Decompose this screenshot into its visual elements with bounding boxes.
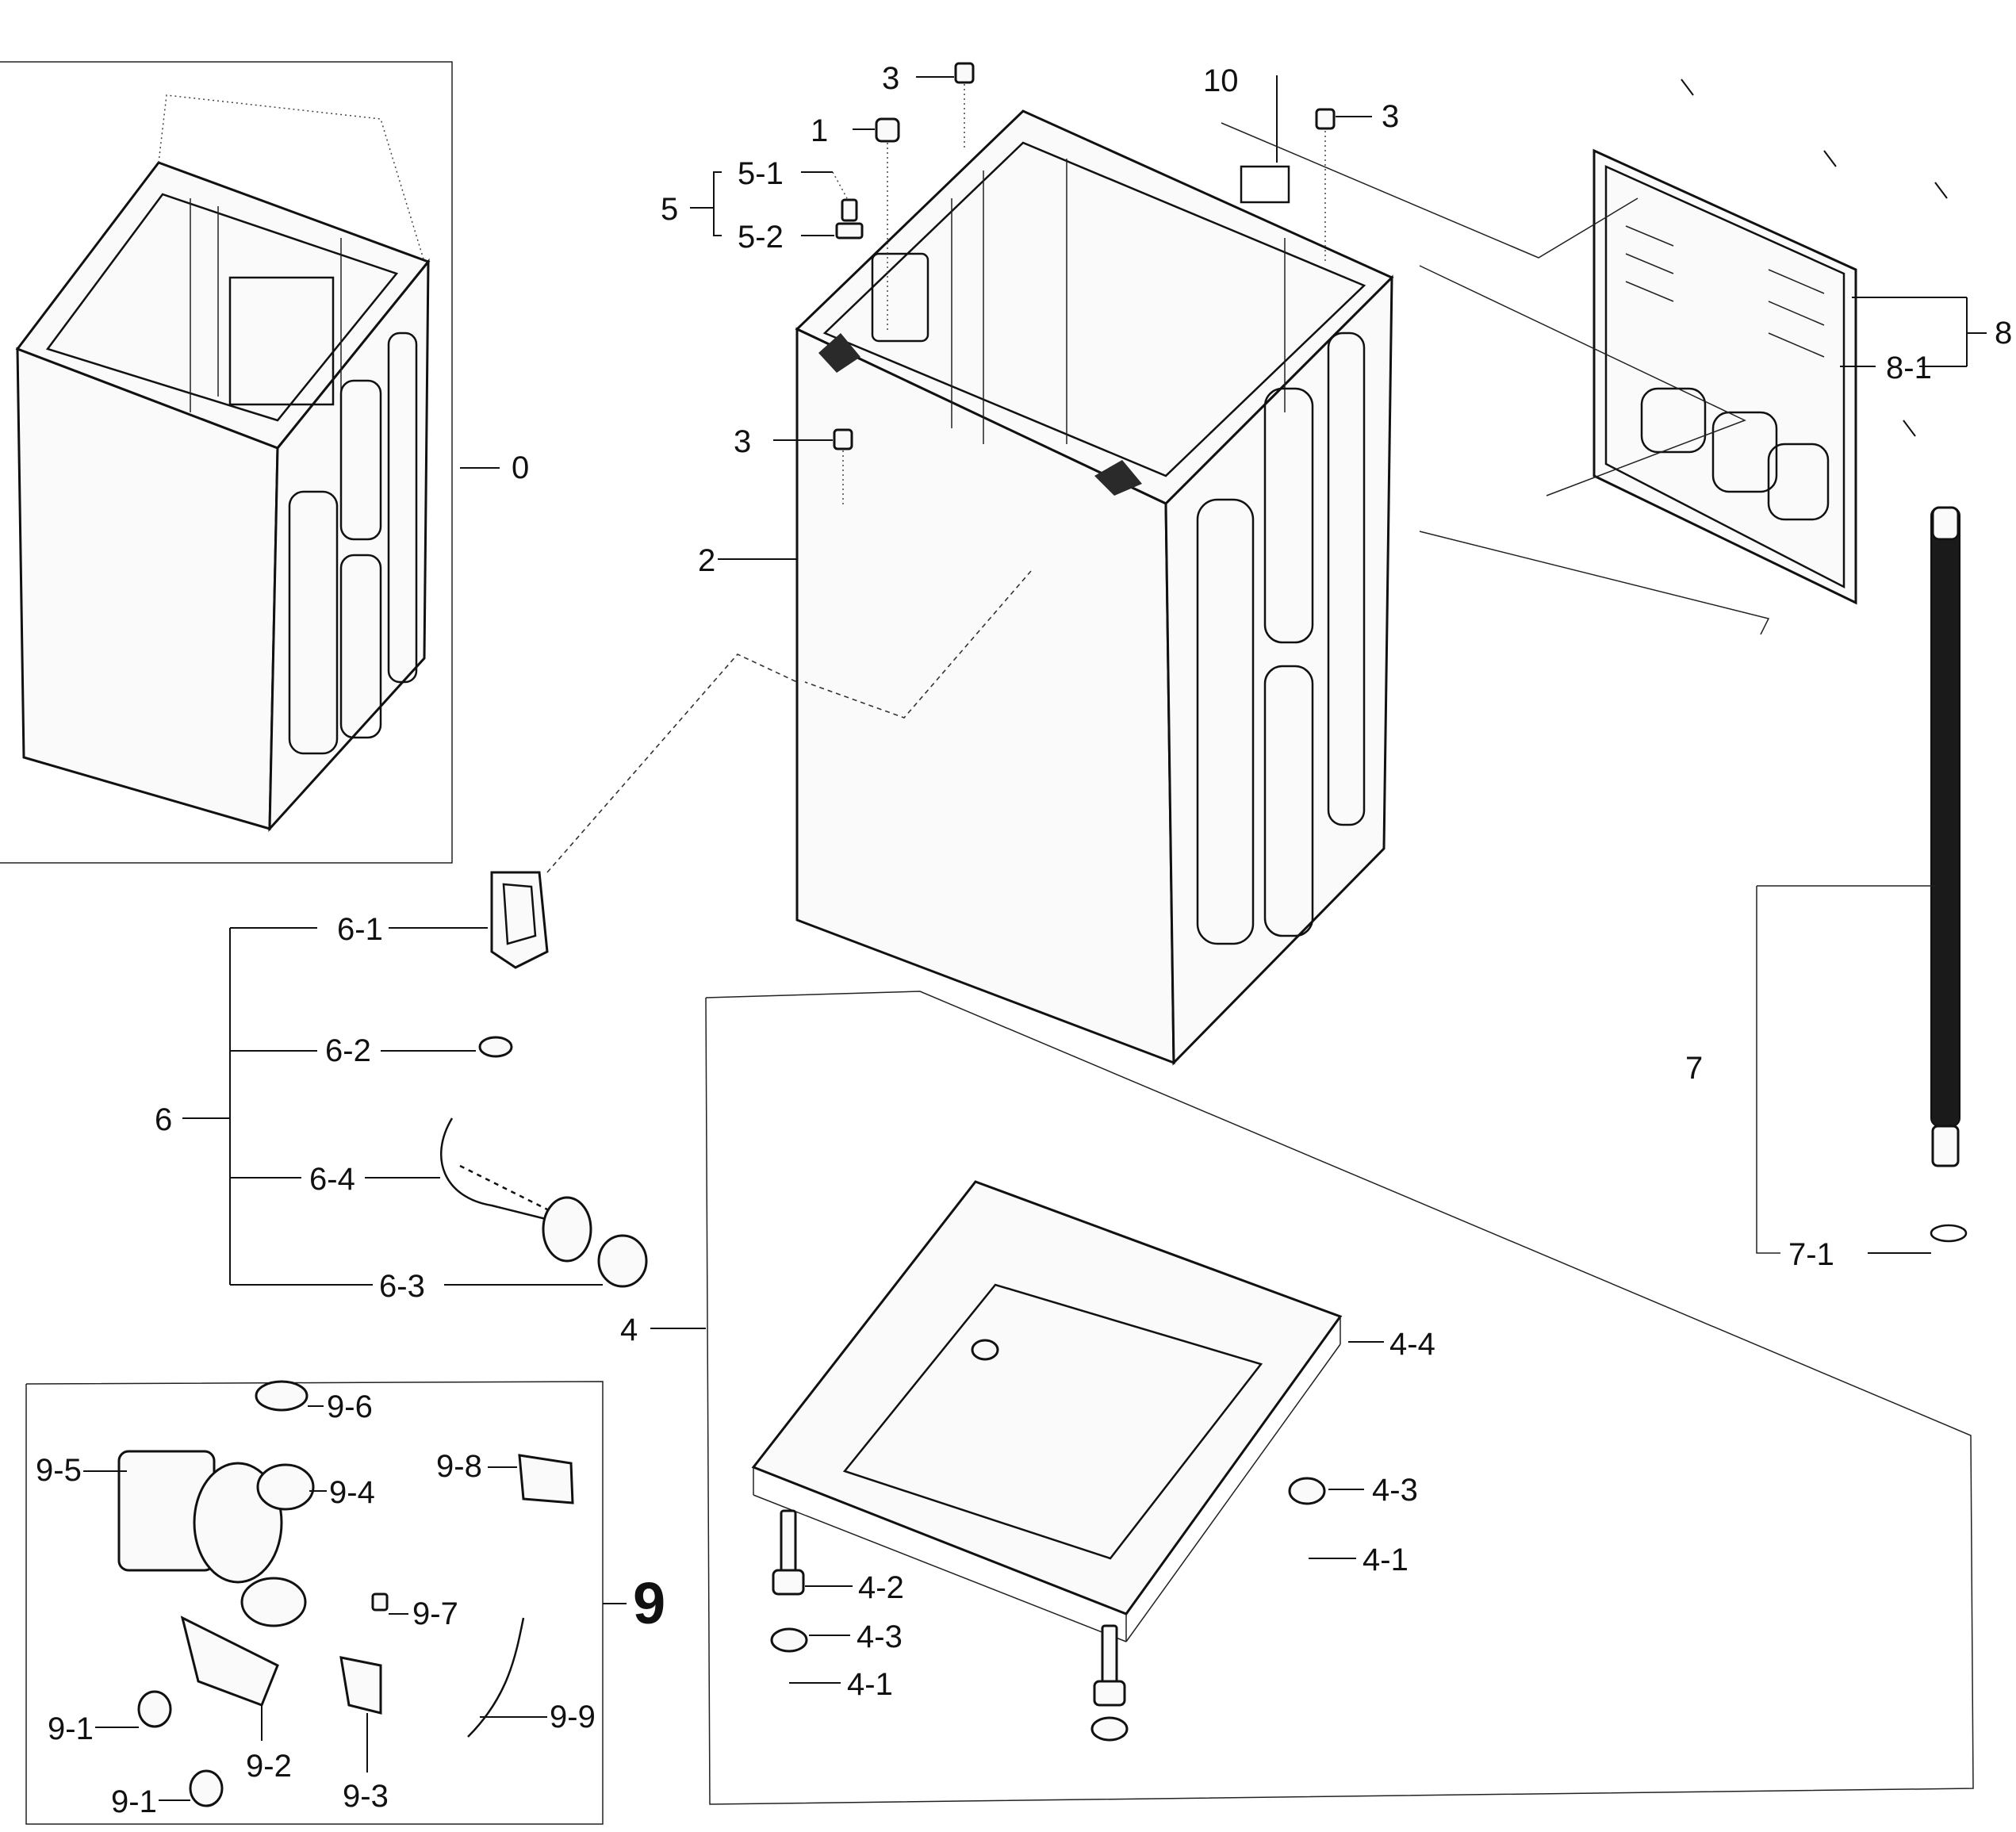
callout-1: 1	[811, 113, 828, 148]
part-8-back-panel: 8-1 8	[1221, 79, 2012, 635]
part-7-hose: 7 7-1	[1685, 506, 1968, 1272]
part-1-clip: 1	[811, 113, 900, 333]
callout-4-1-right: 4-1	[1363, 1543, 1409, 1577]
callout-5-2: 5-2	[738, 220, 784, 255]
assembly-2-main-cabinet: 2	[698, 109, 1394, 1066]
callout-4-4: 4-4	[1389, 1327, 1435, 1362]
callout-7: 7	[1685, 1051, 1703, 1086]
part-4-base-frame: 4 4-4 4-3 4-1 4-2 4-3 4-1	[620, 991, 1974, 1805]
part-9-pump-assembly: 9-5 9-6 9-4 9-8 9-7 9-9 9-1 9-1 9-2 9-3 …	[25, 1380, 665, 1825]
callout-9-8: 9-8	[436, 1449, 482, 1484]
callout-5-1: 5-1	[738, 156, 784, 191]
callout-4-3-left: 4-3	[857, 1619, 903, 1654]
callout-6-2: 6-2	[325, 1033, 371, 1068]
callout-3-left: 3	[734, 424, 751, 459]
part-6-drain-hose-assembly: 6-1 6-2 6-4 6-3 6	[155, 653, 798, 1304]
callout-9-9: 9-9	[550, 1700, 596, 1734]
part-5-fastener-group: 5-1 5-2 5	[661, 156, 864, 255]
callout-9-1-upper: 9-1	[48, 1711, 94, 1746]
callout-3-top: 3	[882, 61, 899, 96]
callout-9-1-lower: 9-1	[111, 1784, 157, 1819]
callout-6-3: 6-3	[379, 1269, 425, 1304]
callout-9: 9	[633, 1570, 665, 1636]
callout-4-2: 4-2	[858, 1570, 904, 1605]
assembly-0-cabinet-overview: 0	[0, 61, 529, 864]
callout-8-1: 8-1	[1886, 351, 1932, 385]
callout-6-1: 6-1	[337, 912, 383, 947]
callout-4-3-right: 4-3	[1372, 1473, 1418, 1508]
callout-9-4: 9-4	[329, 1475, 375, 1510]
part-3-brackets: 3 3 3	[734, 61, 1399, 508]
callout-9-2: 9-2	[246, 1749, 292, 1784]
callout-0: 0	[512, 450, 529, 485]
callout-3-right: 3	[1382, 99, 1399, 134]
callout-6: 6	[155, 1102, 172, 1137]
callout-9-6: 9-6	[327, 1389, 373, 1424]
callout-7-1: 7-1	[1788, 1237, 1834, 1272]
callout-9-7: 9-7	[412, 1596, 458, 1631]
callout-9-5: 9-5	[36, 1453, 82, 1488]
callout-10: 10	[1203, 63, 1239, 98]
callout-8: 8	[1995, 316, 2012, 351]
callout-4: 4	[620, 1313, 638, 1347]
callout-5: 5	[661, 192, 678, 227]
callout-9-3: 9-3	[343, 1779, 389, 1814]
callout-4-1-left: 4-1	[847, 1667, 893, 1702]
part-10-top-bracket: 10	[1203, 63, 1278, 163]
callout-6-4: 6-4	[309, 1162, 355, 1197]
callout-2: 2	[698, 543, 715, 578]
